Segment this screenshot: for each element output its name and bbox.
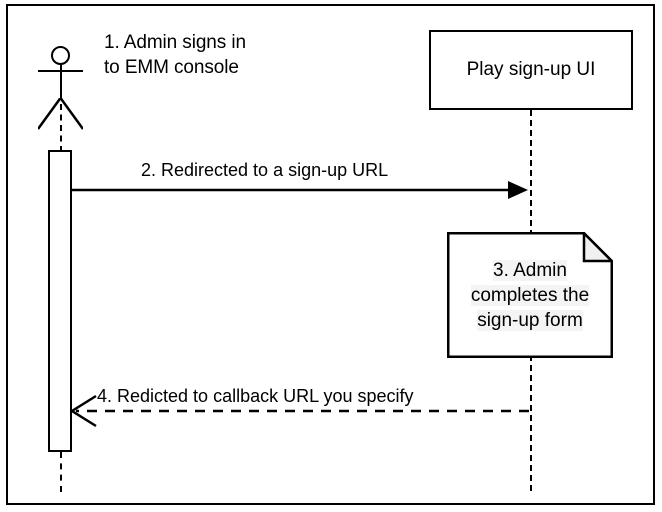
participant-label: Play sign-up UI [466, 59, 596, 80]
actor-label-line2: to EMM console [104, 57, 239, 78]
actor-legs-icon [36, 97, 85, 130]
actor-label-line1: 1. Admin signs in [104, 32, 246, 53]
actor-activation-bar [48, 150, 72, 452]
diagram-frame-border [6, 4, 655, 505]
message-4-label: 4. Redicted to callback URL you specify [97, 386, 414, 406]
note-line-2: completes the [470, 285, 590, 306]
note-line-3: sign-up form [477, 310, 583, 331]
actor-body-icon [60, 65, 62, 100]
play-lifeline-upper [530, 110, 532, 236]
message-2-label: 2. Redirected to a sign-up URL [141, 160, 389, 180]
actor-lifeline-upper [60, 104, 62, 152]
actor-lifeline-lower [60, 452, 62, 492]
participant-box-play-sign-up-ui[interactable]: Play sign-up UI [429, 30, 633, 110]
note-line-1: 3. Admin [493, 260, 567, 281]
note-shape: 3. Admin completes the sign-up form [447, 232, 613, 358]
actor-head-icon [51, 46, 70, 65]
play-lifeline-lower [530, 355, 532, 491]
note-text-block: 3. Admin completes the sign-up form [447, 258, 613, 333]
